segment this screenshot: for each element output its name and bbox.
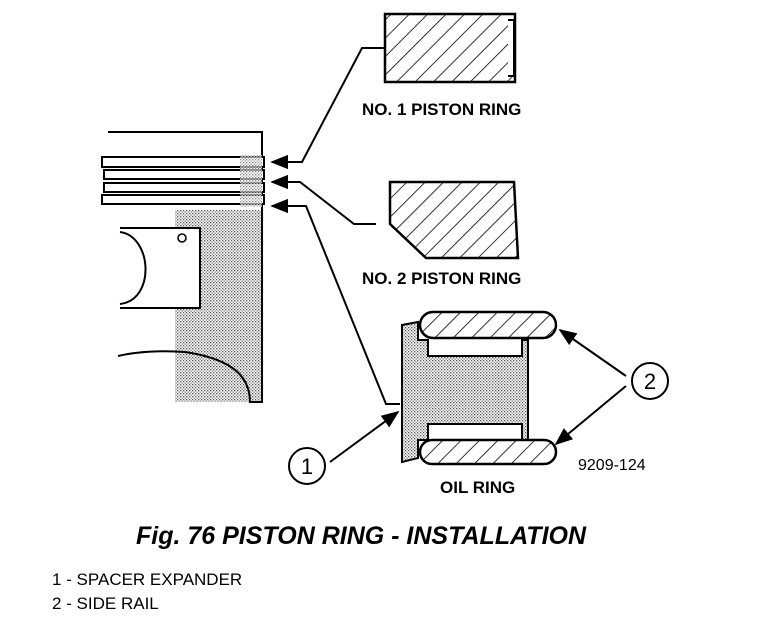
ring2-label: NO. 2 PISTON RING [362,269,521,288]
svg-text:1: 1 [301,454,313,479]
figure-caption: Fig. 76 PISTON RING - INSTALLATION [136,522,587,550]
callout-2: 2 [631,362,669,400]
ring2-section [388,180,520,260]
oil-ring-label: OIL RING [440,478,515,497]
oil-ring-section [401,310,558,466]
piston [101,131,265,403]
ring1-label: NO. 1 PISTON RING [362,100,521,119]
svg-text:2: 2 [644,369,656,394]
callout-1: 1 [288,447,326,485]
legend: 1 - SPACER EXPANDER 2 - SIDE RAIL [52,568,242,616]
figure-code: 9209-124 [578,457,646,474]
leader-lines [270,47,627,463]
legend-item-spacer-expander: 1 - SPACER EXPANDER [52,570,243,589]
legend-item-side-rail: 2 - SIDE RAIL [52,594,159,613]
piston-ring-diagram: NO. 1 PISTON RING NO. 2 PISTON RING OIL … [101,12,669,497]
ring1-section [383,12,517,84]
